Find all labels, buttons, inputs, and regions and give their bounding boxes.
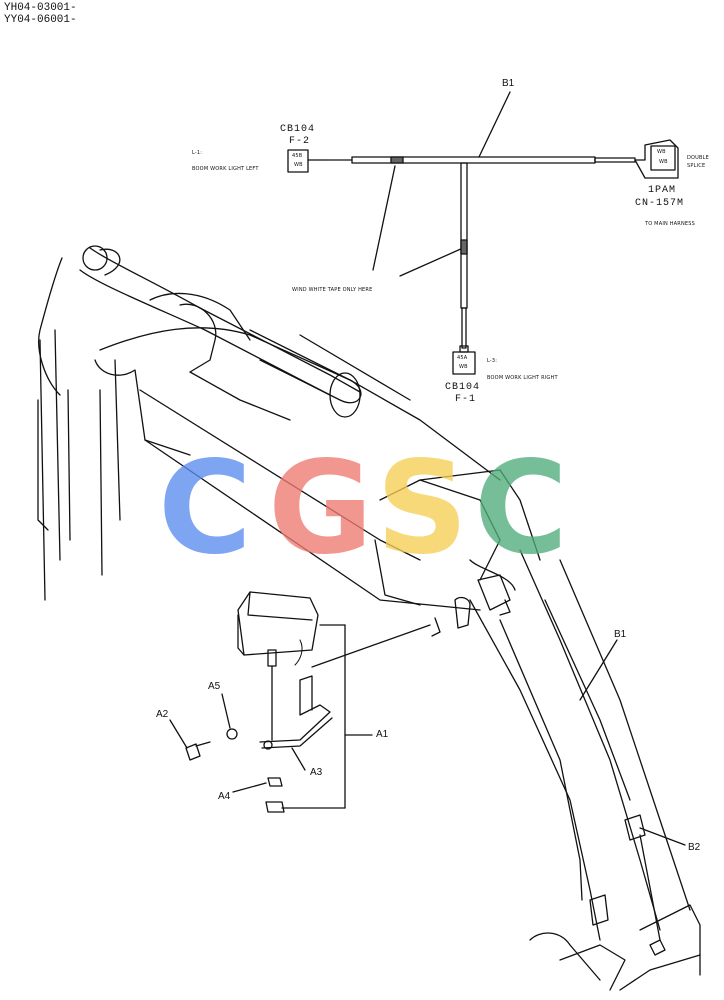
tape-leader-2 xyxy=(399,247,464,277)
bolt-a2 xyxy=(185,743,201,761)
l1-label: L-1: xyxy=(192,150,203,156)
work-light-lamp xyxy=(237,591,319,656)
connector-1pam-icon xyxy=(634,139,679,179)
connector-box-line2: WB xyxy=(659,159,668,165)
b1-leader-top xyxy=(478,91,511,158)
fuse-box-bottom-line1: 45A xyxy=(457,355,468,361)
watermark-letter: C xyxy=(474,434,568,583)
watermark-letter: C xyxy=(158,434,252,583)
connector-id: CN-157M xyxy=(635,198,685,209)
fuse-box-top-line2: WB xyxy=(294,162,303,168)
callout-a1: A1 xyxy=(376,729,389,740)
harness-schematic xyxy=(287,91,679,375)
l1-description: BOOM WORK LIGHT LEFT xyxy=(192,166,259,172)
tape-note: WIND WHITE TAPE ONLY HERE xyxy=(292,287,373,293)
callout-a4: A4 xyxy=(218,791,231,802)
watermark-letter: G xyxy=(268,434,374,583)
work-light-assembly xyxy=(169,591,431,813)
bracket-a3 xyxy=(259,675,331,743)
washer-a5 xyxy=(226,728,238,740)
fuse-box-top-line1: 45B xyxy=(292,153,303,159)
serial-range-2: YY04-06001- xyxy=(4,14,77,26)
nut-a4 xyxy=(267,777,283,787)
white-tape-zone xyxy=(390,156,404,164)
callout-b2: B2 xyxy=(688,842,701,853)
cb104-top-fuse: F-2 xyxy=(289,136,311,147)
cb104-top-code: CB104 xyxy=(280,124,316,135)
connector-box-line1: WB xyxy=(657,149,666,155)
to-main-harness: TO MAIN HARNESS xyxy=(645,221,696,227)
cb104-bottom-fuse: F-1 xyxy=(455,394,477,405)
double-splice-line1: DOUBLE xyxy=(687,155,710,161)
fuse-box-top xyxy=(287,149,309,173)
boom-lower-arm xyxy=(431,549,701,991)
callout-a5: A5 xyxy=(208,681,221,692)
serial-range-1: YH04-03001- xyxy=(4,2,77,14)
l3-description: BOOM WORK LIGHT RIGHT xyxy=(487,375,558,381)
callout-a3: A3 xyxy=(310,767,323,778)
boom-structure xyxy=(37,245,541,611)
harness-main-line xyxy=(351,156,596,164)
fuse-box-bottom-line2: WB xyxy=(459,364,468,370)
cb104-bottom-code: CB104 xyxy=(445,382,481,393)
watermark-letter: S xyxy=(376,434,469,583)
leader-to-boom xyxy=(311,624,431,668)
clamp-b2 xyxy=(624,814,646,841)
connector-code: 1PAM xyxy=(648,185,677,196)
l3-label: L-3: xyxy=(487,358,498,364)
b1-leader-lower xyxy=(579,639,618,701)
callout-b1-lower: B1 xyxy=(614,629,627,640)
tape-leader-1 xyxy=(372,165,396,271)
double-splice-line2: SPLICE xyxy=(687,163,706,169)
b2-leader xyxy=(639,827,686,846)
callout-a2: A2 xyxy=(156,709,169,720)
harness-branch-line xyxy=(460,162,468,309)
label-b1-top: B1 xyxy=(502,78,515,89)
